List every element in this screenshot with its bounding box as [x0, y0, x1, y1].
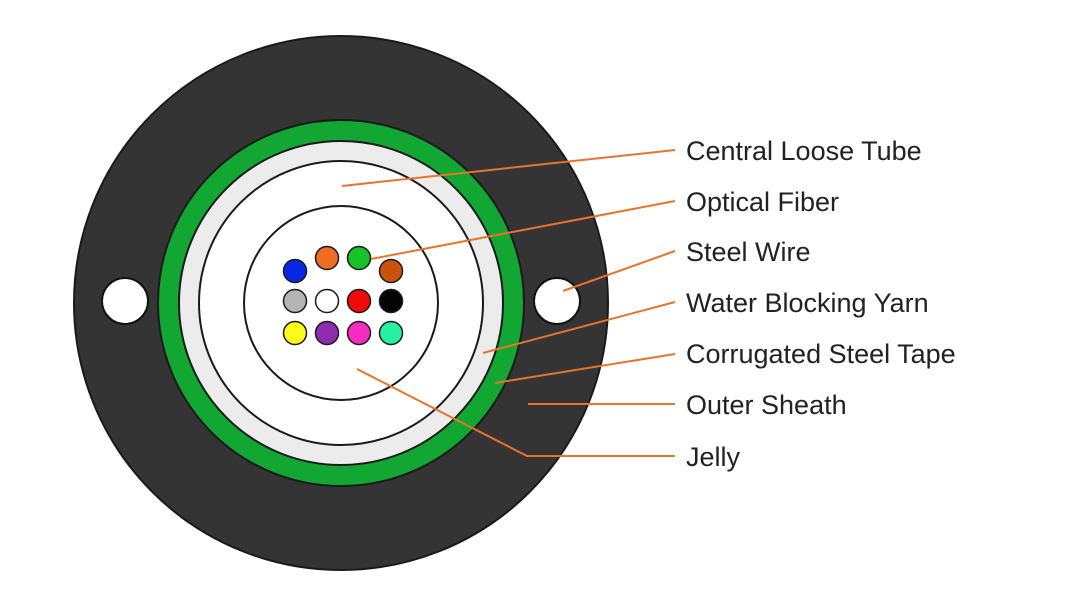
fiber-black: [378, 288, 404, 314]
leader-line-optical-fiber: [370, 200, 676, 260]
fiber-white: [314, 288, 340, 314]
label-water-blocking-yarn: Water Blocking Yarn: [686, 288, 929, 318]
optical-fibers: [282, 245, 404, 346]
leader-line-steel-wire: [562, 250, 676, 292]
fiber-aqua: [378, 320, 404, 346]
label-jelly: Jelly: [686, 442, 741, 472]
cable-cross-section: [73, 35, 609, 571]
leader-lines: [341, 149, 676, 457]
label-corrugated-steel-tape: Corrugated Steel Tape: [686, 339, 956, 369]
fiber-rose: [346, 320, 372, 346]
fiber-violet: [314, 320, 340, 346]
central-loose-tube: [198, 160, 484, 446]
fiber-blue: [282, 258, 308, 284]
label-steel-wire: Steel Wire: [686, 237, 811, 267]
fiber-brown: [378, 258, 404, 284]
label-outer-sheath: Outer Sheath: [686, 390, 847, 420]
leader-line-corrugated-steel-tape: [494, 353, 676, 384]
steel-wire-right: [533, 277, 581, 325]
fiber-orange: [314, 245, 340, 271]
fiber-yellow: [282, 320, 308, 346]
leader-line-jelly: [356, 368, 675, 457]
label-optical-fiber: Optical Fiber: [686, 187, 839, 217]
component-labels: Central Loose Tube Optical Fiber Steel W…: [686, 136, 956, 472]
leader-line-central-loose-tube: [341, 149, 676, 187]
leader-line-water-blocking-yarn: [482, 301, 676, 354]
steel-wire-left: [101, 277, 149, 325]
jelly-boundary: [243, 205, 439, 401]
fiber-red: [346, 288, 372, 314]
fiber-gray: [282, 288, 308, 314]
label-central-loose-tube: Central Loose Tube: [686, 136, 922, 166]
fiber-green: [346, 245, 372, 271]
